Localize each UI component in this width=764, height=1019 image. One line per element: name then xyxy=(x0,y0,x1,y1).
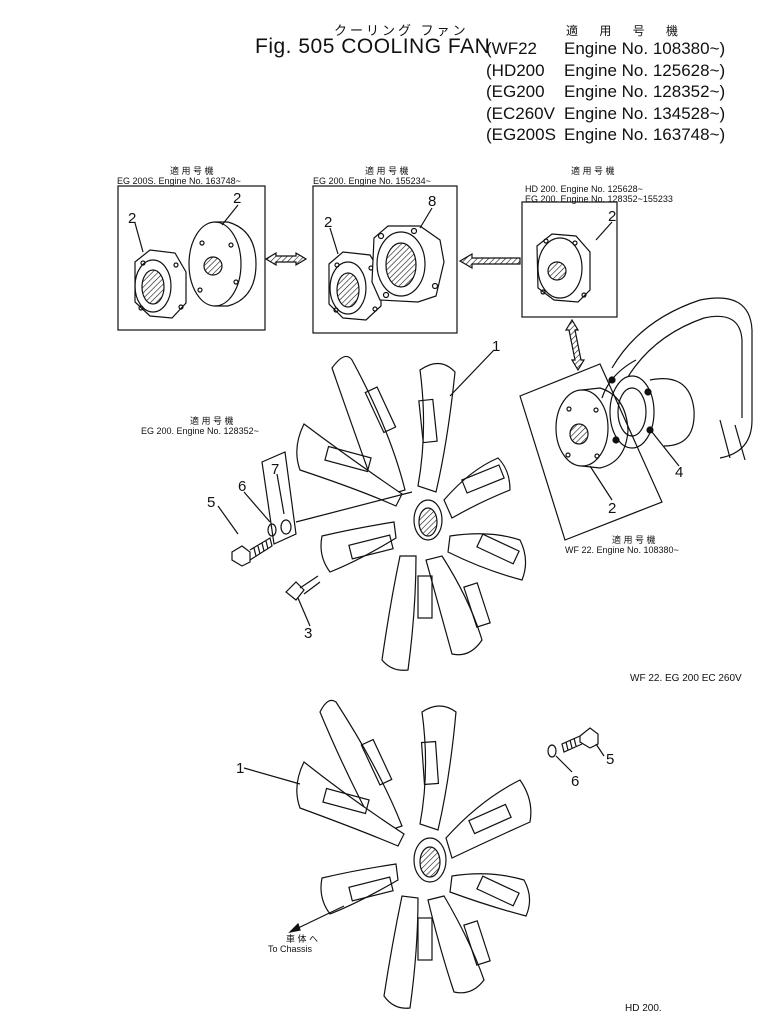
grease-nipple-part xyxy=(285,575,321,601)
detail-box-left xyxy=(117,185,266,331)
callout-5: 5 xyxy=(606,751,615,768)
callout-1: 1 xyxy=(236,760,245,777)
models-mid-label: WF 22. EG 200 EC 260V xyxy=(630,673,742,684)
cooling-fan-lower xyxy=(296,699,532,1009)
pulley-part xyxy=(188,221,257,307)
box-middle-apply: 適 用 号 機 xyxy=(365,166,409,176)
bolt-part xyxy=(231,537,273,567)
lock-washer xyxy=(547,744,557,758)
detail-box-small xyxy=(261,451,297,545)
hub-cap-part xyxy=(536,233,591,303)
leader-line xyxy=(217,473,285,535)
callout-2: 2 xyxy=(233,190,242,207)
callout-2: 2 xyxy=(128,210,137,227)
callout-4: 4 xyxy=(675,464,684,481)
callout-3: 3 xyxy=(304,625,313,642)
fan-hub-part xyxy=(134,249,187,319)
leader-line xyxy=(134,204,613,255)
pulley-part xyxy=(555,387,629,469)
box-left-engine: EG 200S. Engine No. 163748~ xyxy=(117,176,241,186)
detail-box-tilted xyxy=(519,363,663,541)
callout-8: 8 xyxy=(428,193,437,210)
cooling-fan-upper xyxy=(296,355,527,671)
water-pump-housing xyxy=(601,297,753,461)
models-bottom-label: HD 200. xyxy=(625,1003,662,1014)
hub-engine-label: WF 22. Engine No. 108380~ xyxy=(565,545,679,555)
leader-line xyxy=(297,597,311,627)
callout-1: 1 xyxy=(492,338,501,355)
figure-title-jp: クーリング ファン xyxy=(334,23,469,38)
chassis-jp-label: 車 体 へ xyxy=(286,934,319,944)
chassis-label: To Chassis xyxy=(268,944,313,954)
box-right-apply: 適 用 号 機 xyxy=(571,166,615,176)
leader-line xyxy=(295,491,413,523)
detail-box-right xyxy=(521,201,618,318)
callout-2: 2 xyxy=(324,214,333,231)
hub-apply-label: 適 用 号 機 xyxy=(612,535,656,545)
box-middle-engine: EG 200. Engine No. 155234~ xyxy=(313,176,431,186)
double-arrow-right xyxy=(564,318,586,372)
callout-7: 7 xyxy=(271,461,280,478)
leader-line xyxy=(449,349,495,397)
fan-engine-label: EG 200. Engine No. 128352~ xyxy=(141,426,259,436)
box-right-engine-1: HD 200. Engine No. 125628~ xyxy=(525,184,643,194)
chassis-arrow xyxy=(293,905,345,931)
detail-box-middle xyxy=(312,185,458,334)
callout-6: 6 xyxy=(238,478,247,495)
box-right-engine-2: EG 200. Engine No. 128352~155233 xyxy=(525,194,673,204)
gasket-part xyxy=(608,375,655,449)
leader-line xyxy=(589,431,680,501)
bolt-part xyxy=(561,727,599,753)
spacer-part xyxy=(371,225,445,303)
applicability-header: 適 用 号 機 xyxy=(566,24,688,38)
callout-2: 2 xyxy=(608,208,617,225)
box-left-apply: 適 用 号 機 xyxy=(170,166,214,176)
fan-hub-part xyxy=(328,251,382,321)
figure-title: Fig. 505 COOLING FAN xyxy=(255,35,491,58)
fan-apply-label: 適 用 号 機 xyxy=(190,416,234,426)
arrow-to-middle xyxy=(458,252,521,270)
washer xyxy=(280,519,292,535)
double-arrow-left xyxy=(264,251,308,267)
callout-5: 5 xyxy=(207,494,216,511)
callout-2: 2 xyxy=(608,500,617,517)
callout-6: 6 xyxy=(571,773,580,790)
leader-line xyxy=(243,743,605,785)
